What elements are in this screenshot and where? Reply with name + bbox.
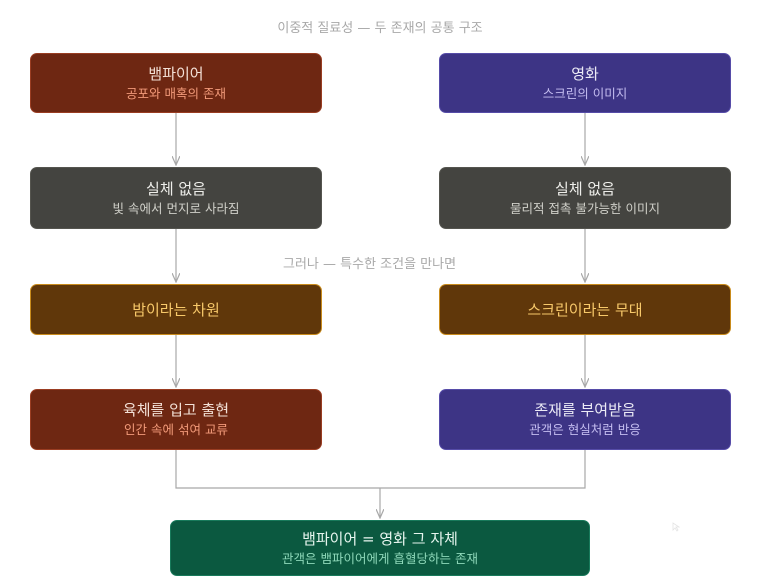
film-no-substance-box: 실체 없음 물리적 접촉 불가능한 이미지: [439, 167, 731, 229]
embodied-appearance-box: 육체를 입고 출현 인간 속에 섞여 교류: [30, 389, 322, 450]
film-box-subtitle: 스크린의 이미지: [542, 85, 628, 101]
merge-connector: [175, 450, 586, 489]
screen-stage-title: 스크린이라는 무대: [527, 300, 643, 319]
conclusion-box: 뱀파이어 = 영화 그 자체 관객은 뱀파이어에게 흡혈당하는 존재: [170, 520, 590, 576]
film-no-substance-subtitle: 물리적 접촉 불가능한 이미지: [510, 200, 660, 216]
granted-existence-box: 존재를 부여받음 관객은 현실처럼 반응: [439, 389, 731, 450]
film-no-substance-title: 실체 없음: [555, 179, 615, 198]
vampire-no-substance-box: 실체 없음 빛 속에서 먼지로 사라짐: [30, 167, 322, 229]
conclusion-subtitle: 관객은 뱀파이어에게 흡혈당하는 존재: [282, 550, 478, 566]
diagram-caption-top: 이중적 질료성 — 두 존재의 공통 구조: [277, 21, 483, 36]
film-box: 영화 스크린의 이미지: [439, 53, 731, 113]
cursor-icon: [672, 522, 680, 532]
screen-stage-box: 스크린이라는 무대: [439, 284, 731, 335]
diagram-caption-middle: 그러나 — 특수한 조건을 만나면: [283, 257, 457, 272]
embodied-appearance-title: 육체를 입고 출현: [122, 401, 230, 419]
vampire-no-substance-title: 실체 없음: [146, 179, 206, 198]
vampire-no-substance-subtitle: 빛 속에서 먼지로 사라짐: [112, 200, 240, 216]
night-dimension-box: 밤이라는 차원: [30, 284, 322, 335]
granted-existence-subtitle: 관객은 현실처럼 반응: [529, 422, 641, 437]
vampire-box: 뱀파이어 공포와 매혹의 존재: [30, 53, 322, 113]
granted-existence-title: 존재를 부여받음: [534, 401, 636, 419]
vampire-box-title: 뱀파이어: [148, 64, 204, 83]
vampire-box-subtitle: 공포와 매혹의 존재: [126, 85, 226, 101]
embodied-appearance-subtitle: 인간 속에 섞여 교류: [124, 422, 228, 437]
film-box-title: 영화: [571, 64, 599, 83]
conclusion-title: 뱀파이어 = 영화 그 자체: [302, 529, 458, 548]
night-dimension-title: 밤이라는 차원: [132, 300, 220, 319]
